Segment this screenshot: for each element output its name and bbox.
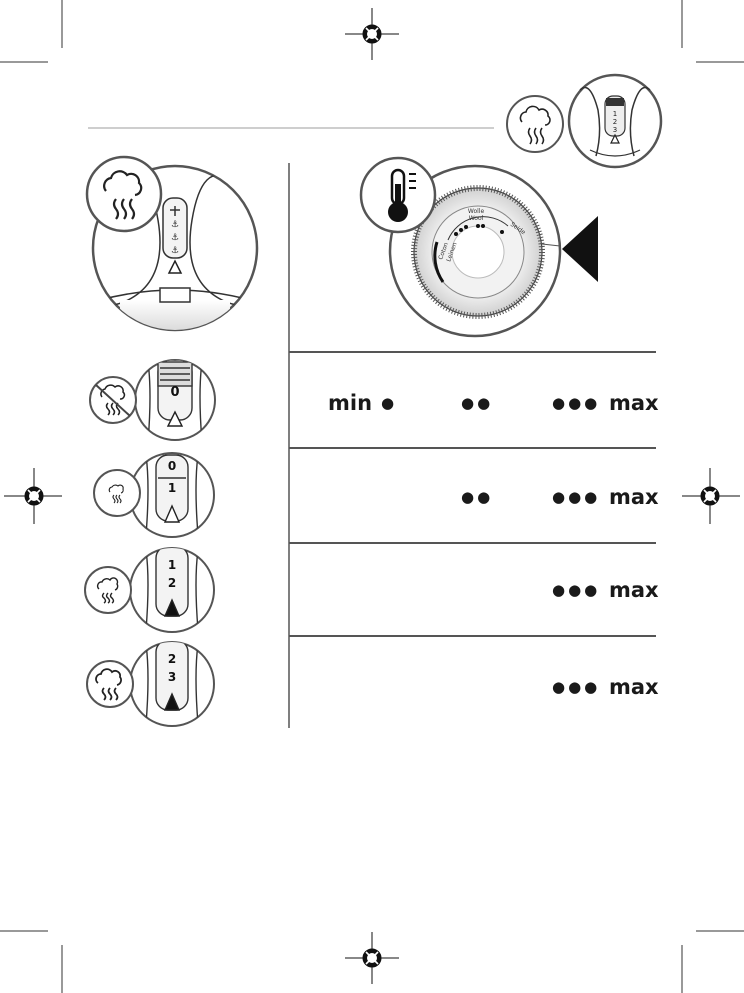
- row2-level-max: max: [609, 485, 659, 509]
- row4-iron-closeup: 2 3: [129, 641, 215, 727]
- row2-iron-closeup: 0 1: [129, 452, 215, 538]
- row1-control-digit: 0: [170, 385, 179, 400]
- registration-mark-bottom: [345, 932, 399, 984]
- header-iron-closeup: 1 2 3: [567, 73, 663, 169]
- svg-text:⚓: ⚓: [171, 220, 179, 230]
- header-steam-icon: [506, 95, 564, 153]
- steam-medium-icon: [84, 566, 132, 614]
- dial-label-top2: Wool: [469, 215, 484, 222]
- svg-text:⚓: ⚓: [171, 246, 179, 256]
- row3-level-max: max: [609, 578, 659, 602]
- row1-level-1dot: ●: [381, 394, 398, 412]
- registration-mark-left: [4, 468, 62, 524]
- row2-level-2dots: ●●: [461, 488, 494, 506]
- row3-level-3dots: ●●●: [552, 581, 601, 599]
- registration-mark-top: [345, 8, 399, 60]
- row1-level-2dots: ●●: [461, 394, 494, 412]
- svg-text:3: 3: [613, 126, 617, 134]
- row1-level-3dots: ●●●: [552, 394, 601, 412]
- svg-text:2: 2: [613, 118, 617, 126]
- row4-control-digit-primary: 2: [168, 652, 176, 666]
- row4-level-max: max: [609, 675, 659, 699]
- row4-level-3dots: ●●●: [552, 678, 601, 696]
- row3-control-digit-primary: 1: [168, 558, 176, 572]
- row-separators: [289, 351, 656, 637]
- steam-high-icon: [86, 660, 134, 708]
- row4-control-digit-secondary: 3: [168, 670, 176, 684]
- dial-pointer-arrow: [562, 216, 598, 282]
- row2-control-digit-primary: 0: [168, 459, 176, 473]
- no-steam-icon: [89, 376, 137, 424]
- svg-text:1: 1: [613, 110, 617, 118]
- registration-mark-right: [682, 468, 740, 524]
- steam-low-icon: [93, 469, 141, 517]
- row3-iron-closeup: 1 2: [129, 547, 215, 633]
- thermometer-icon: [359, 156, 437, 234]
- row3-control-digit-secondary: 2: [168, 576, 176, 590]
- row1-level-max: max: [609, 391, 659, 415]
- svg-text:⚓: ⚓: [171, 233, 179, 243]
- temperature-dial: Wolle Wool Seide Coton Leinen: [388, 164, 562, 338]
- row2-control-digit-secondary: 1: [168, 481, 176, 495]
- row2-level-3dots: ●●●: [552, 488, 601, 506]
- steam-icon-large: [85, 155, 163, 233]
- row1-level-min: min: [328, 391, 373, 415]
- row1-iron-closeup: 0: [134, 359, 216, 441]
- dial-label-top: Wolle: [468, 208, 485, 215]
